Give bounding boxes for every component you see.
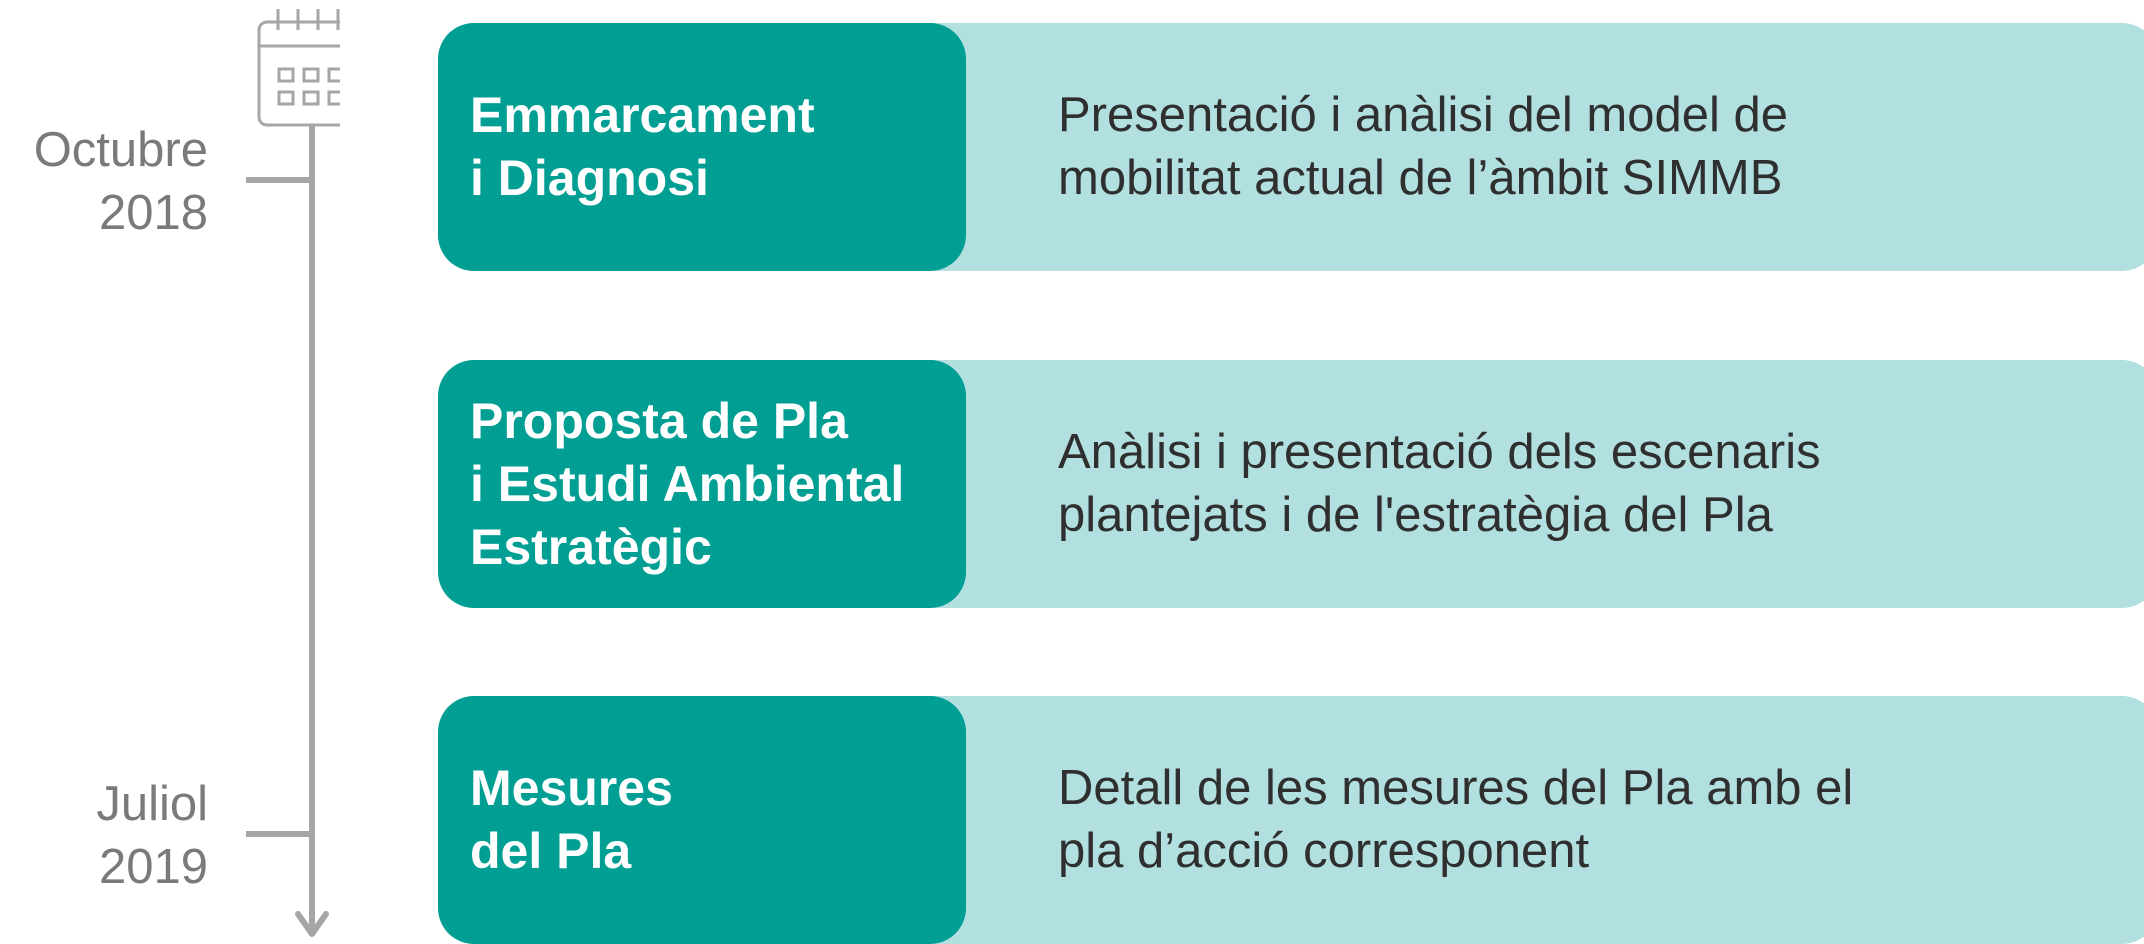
phase-title: Emmarcament i Diagnosi: [470, 87, 815, 206]
phase-title: Mesures del Pla: [470, 760, 673, 879]
phase-description: Detall de les mesures del Pla amb el pla…: [1058, 761, 1854, 878]
phase-title-box: Emmarcament i Diagnosi: [438, 23, 966, 271]
phase-description: Anàlisi i presentació dels escenaris pla…: [1058, 425, 1821, 542]
calendar-icon: [257, 9, 340, 127]
timeline-end-date: Juliol 2019: [96, 777, 208, 894]
phase-title-box: Proposta de Pla i Estudi Ambiental Estra…: [438, 360, 966, 608]
phase-description-box: Anàlisi i presentació dels escenaris pla…: [1058, 360, 2098, 608]
phase-row: Proposta de Pla i Estudi Ambiental Estra…: [438, 360, 2144, 608]
phase-row: Mesures del Pla Detall de les mesures de…: [438, 696, 2144, 944]
phase-title-box: Mesures del Pla: [438, 696, 966, 944]
timeline: [246, 9, 340, 937]
phase-title: Proposta de Pla i Estudi Ambiental Estra…: [470, 392, 905, 575]
arrow-down-icon: [295, 911, 329, 937]
phase-description: Presentació i anàlisi del model de mobil…: [1058, 88, 1788, 205]
phase-description-box: Detall de les mesures del Pla amb el pla…: [1058, 696, 2098, 944]
timeline-start-date: Octubre 2018: [33, 123, 208, 240]
phase-description-box: Presentació i anàlisi del model de mobil…: [1058, 23, 2098, 271]
phase-row: Emmarcament i Diagnosi Presentació i anà…: [438, 23, 2144, 271]
